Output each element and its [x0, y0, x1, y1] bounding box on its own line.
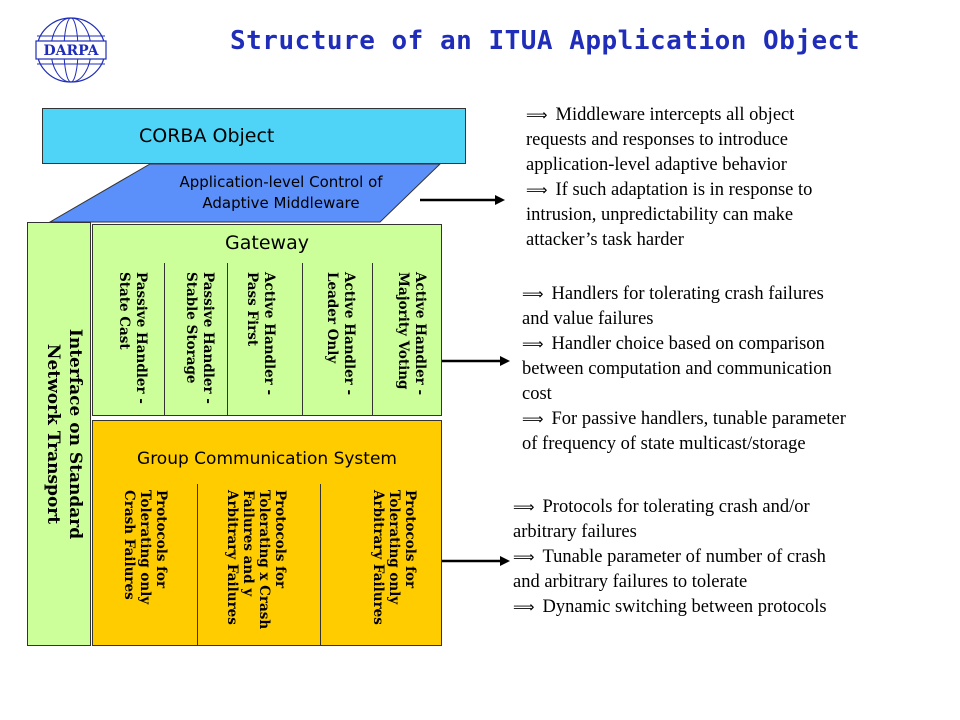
gateway-divider: [164, 263, 165, 416]
darpa-logo: DARPA: [35, 17, 107, 83]
arrowhead-handlers: [500, 356, 510, 366]
app-control-parallelogram: [48, 163, 442, 223]
app-control-line2: Adaptive Middleware: [202, 194, 360, 212]
gateway-divider: [302, 263, 303, 416]
svg-text:DARPA: DARPA: [43, 43, 99, 59]
note-line: requests and responses to introduce: [526, 130, 789, 150]
gcs-box: [92, 420, 442, 646]
implies-arrow-icon: ⟹: [513, 498, 535, 516]
handler-passive-state-cast: Passive Handler - State Cast: [116, 272, 149, 404]
note-line: between computation and communication: [522, 359, 832, 379]
protocol-arbitrary-only: Protocols for Tolerating only Arbitrary …: [370, 490, 418, 625]
handler-passive-stable-storage: Passive Handler - Stable Storage: [183, 272, 216, 404]
implies-arrow-icon: ⟹: [526, 106, 548, 124]
gcs-title: Group Communication System: [137, 449, 397, 469]
note-line: ⟹Tunable parameter of number of crash: [513, 547, 826, 567]
note-line: ⟹Middleware intercepts all object: [526, 105, 795, 125]
implies-arrow-icon: ⟹: [526, 181, 548, 199]
note-line: cost: [522, 384, 552, 404]
interface-label: Interface on Standard Network Transport: [32, 224, 86, 644]
handler-active-leader-only: Active Handler - Leader Only: [324, 272, 357, 396]
note-line: of frequency of state multicast/storage: [522, 434, 806, 454]
note-line: ⟹For passive handlers, tunable parameter: [522, 409, 846, 429]
gcs-divider: [320, 484, 321, 646]
note-line: arbitrary failures: [513, 522, 637, 542]
middleware-notes: ⟹Middleware intercepts all object reques…: [526, 103, 812, 253]
note-line: ⟹If such adaptation is in response to: [526, 180, 813, 200]
arrowhead-middleware: [495, 195, 505, 205]
handler-notes: ⟹Handlers for tolerating crash failures …: [522, 282, 846, 457]
note-line: and value failures: [522, 309, 654, 329]
protocol-crash-and-arbitrary: Protocols for Tolerating x Crash Failure…: [224, 490, 288, 630]
corba-object-box: CORBA Object: [42, 108, 466, 164]
gateway-box: [92, 224, 442, 416]
implies-arrow-icon: ⟹: [513, 548, 535, 566]
app-control-label: Application-level Control of Adaptive Mi…: [150, 172, 412, 214]
note-line: ⟹Handler choice based on comparison: [522, 334, 825, 354]
interface-line1: Interface on Standard: [65, 328, 85, 540]
protocol-crash-only: Protocols for Tolerating only Crash Fail…: [121, 490, 169, 605]
app-control-line1: Application-level Control of: [179, 173, 383, 191]
arrowhead-protocols: [500, 556, 510, 566]
corba-object-label: CORBA Object: [139, 125, 275, 147]
note-line: ⟹Protocols for tolerating crash and/or: [513, 497, 810, 517]
page-title: Structure of an ITUA Application Object: [230, 26, 860, 56]
gcs-divider: [197, 484, 198, 646]
implies-arrow-icon: ⟹: [522, 335, 544, 353]
handler-active-majority-voting: Active Handler - Majority Voting: [395, 272, 428, 396]
note-line: attacker’s task harder: [526, 230, 684, 250]
protocol-notes: ⟹Protocols for tolerating crash and/or a…: [513, 495, 827, 620]
interface-line2: Network Transport: [43, 343, 63, 525]
gateway-divider: [372, 263, 373, 416]
note-line: application-level adaptive behavior: [526, 155, 787, 175]
note-line: and arbitrary failures to tolerate: [513, 572, 748, 592]
note-line: ⟹Handlers for tolerating crash failures: [522, 284, 824, 304]
handler-active-pass-first: Active Handler - Pass First: [244, 272, 277, 396]
gateway-divider: [227, 263, 228, 416]
note-line: intrusion, unpredictability can make: [526, 205, 794, 225]
implies-arrow-icon: ⟹: [513, 598, 535, 616]
note-line: ⟹Dynamic switching between protocols: [513, 597, 827, 617]
gateway-title: Gateway: [225, 232, 309, 254]
implies-arrow-icon: ⟹: [522, 285, 544, 303]
implies-arrow-icon: ⟹: [522, 410, 544, 428]
interface-box: [27, 222, 91, 646]
